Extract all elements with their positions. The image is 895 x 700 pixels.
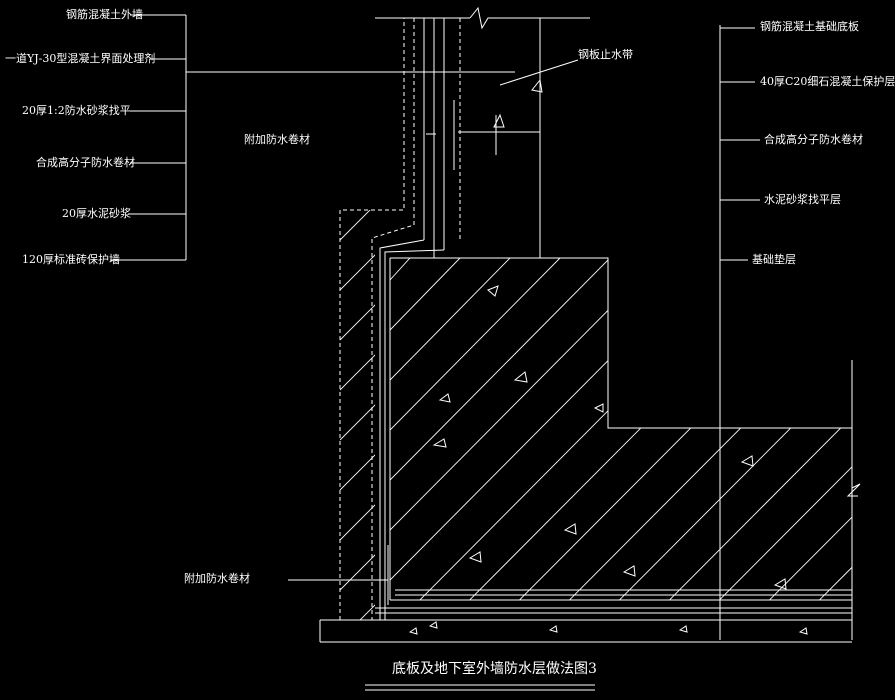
label-polymer-membrane-left: 合成高分子防水卷材 bbox=[36, 156, 135, 169]
steel-waterstop bbox=[453, 59, 579, 170]
brick-hatch bbox=[340, 210, 381, 620]
label-rc-exterior-wall: 钢筋混凝土外墙 bbox=[66, 8, 143, 21]
label-rc-base-slab: 钢筋混凝土基础底板 bbox=[760, 20, 859, 33]
right-leader-bracket bbox=[719, 25, 760, 640]
label-brick-protective-wall: 120厚标准砖保护墙 bbox=[22, 253, 120, 266]
label-extra-membrane-lower: 附加防水卷材 bbox=[184, 572, 250, 585]
protective-brick-wall bbox=[339, 18, 461, 620]
drawing-title: 底板及地下室外墙防水层做法图3 bbox=[392, 661, 597, 677]
label-steel-waterstop: 钢板止水带 bbox=[578, 48, 633, 61]
upper-wall bbox=[375, 6, 590, 258]
label-polymer-membrane-right: 合成高分子防水卷材 bbox=[764, 133, 863, 146]
title-underline bbox=[365, 684, 595, 691]
label-foundation-cushion: 基础垫层 bbox=[752, 253, 796, 266]
label-fine-aggregate-protection: 40厚C20细石混凝土保护层 bbox=[760, 75, 895, 88]
label-leveling-layer: 水泥砂浆找平层 bbox=[764, 193, 841, 206]
concrete-hatch bbox=[390, 258, 852, 600]
label-extra-membrane-upper: 附加防水卷材 bbox=[244, 133, 310, 146]
lower-extra-membrane-leader bbox=[288, 545, 389, 605]
label-cement-mortar: 20厚水泥砂浆 bbox=[62, 207, 131, 220]
aggregate-marks bbox=[408, 285, 808, 635]
label-interface-agent: 一道YJ-30型混凝土界面处理剂 bbox=[5, 52, 156, 65]
base-slab-outline bbox=[319, 257, 861, 643]
label-waterproof-mortar: 20厚1:2防水砂浆找平 bbox=[22, 104, 131, 117]
left-leader-bracket bbox=[110, 14, 515, 261]
